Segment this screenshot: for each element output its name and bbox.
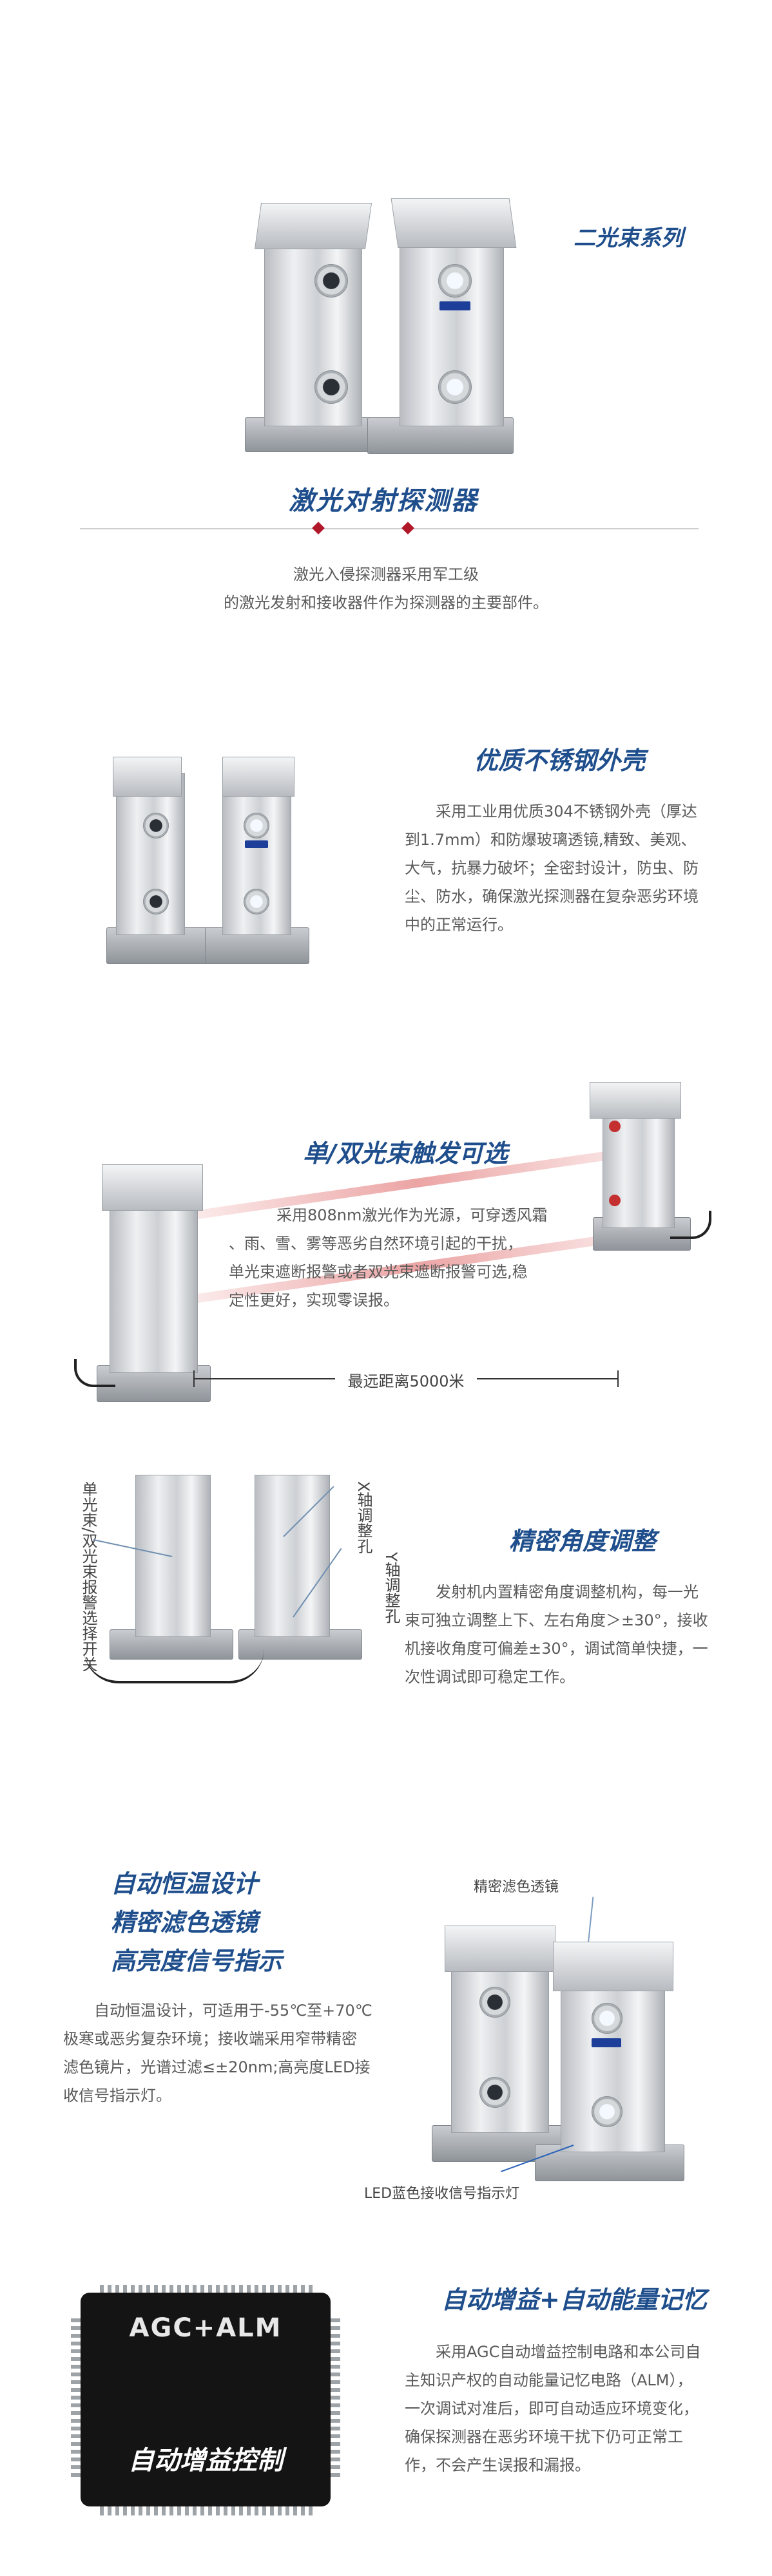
body-line: 单光束遮断报警或者双光束遮断报警可选,稳 — [229, 1263, 528, 1281]
section-body: 自动恒温设计，可适用于-55℃至+70℃ 极寒或恶劣复杂环境；接收端采用窄带精密… — [63, 1996, 398, 2110]
section-heading: 单/双光束触发可选 — [303, 1139, 508, 1168]
section-heading: 自动增益+自动能量记忆 — [441, 2286, 707, 2314]
led-indicator-label: LED蓝色接收信号指示灯 — [364, 2186, 520, 2202]
body-line: 束可独立调整上下、左右角度＞±30°，接收 — [405, 1611, 708, 1629]
switch-label: 单光束/双光束报警选择开关 — [79, 1481, 97, 1672]
distance-tick — [193, 1370, 195, 1387]
led-indicator-icon — [245, 840, 268, 848]
lens-icon — [479, 1987, 510, 2018]
lens-icon — [479, 2077, 510, 2108]
body-line: 尘、防水，确保激光探测器在复杂恶劣环境 — [405, 887, 699, 905]
body-line: 采用AGC自动增益控制电路和本公司自 — [436, 2343, 701, 2361]
chip-pins — [71, 2318, 81, 2479]
chip-top-label: AGC+ALM — [129, 2313, 282, 2343]
y-axis-label: Y轴调整孔 — [382, 1552, 400, 1624]
device-hood — [254, 203, 372, 249]
lens-icon — [143, 813, 169, 838]
body-line: 采用工业用优质304不锈钢外壳（厚达 — [436, 802, 697, 820]
device-hood — [391, 198, 517, 248]
lens-icon — [244, 813, 269, 838]
body-line: 大气，抗暴力破坏；全密封设计，防虫、防 — [405, 859, 699, 877]
filter-lens-label: 精密滤色透镜 — [474, 1879, 559, 1895]
lens-icon — [438, 264, 472, 298]
body-line: 发射机内置精密角度调整机构，每一光 — [436, 1583, 699, 1601]
chip-pins — [330, 2318, 340, 2479]
section-body: 采用808nm激光作为光源，可穿透风霜 、雨、雪、雾等恶劣自然环境引起的干扰， … — [229, 1201, 596, 1314]
body-line: 机接收角度可偏差±30°，调试简单快捷，一 — [405, 1640, 708, 1658]
device-body — [110, 1185, 198, 1373]
body-line: 收信号指示灯。 — [63, 2087, 171, 2105]
diamond-icon — [312, 522, 325, 535]
device-hood — [590, 1082, 681, 1119]
device-hood — [445, 1926, 555, 1972]
section-heading: 激光对射探测器 — [289, 486, 478, 516]
device-hood — [553, 1942, 673, 1991]
body-line: 主知识产权的自动能量记忆电路（ALM）， — [405, 2371, 693, 2389]
body-line: 确保探测器在恶劣环境干扰下仍可正常工 — [405, 2428, 683, 2446]
emitter-lens-icon — [609, 1121, 621, 1132]
heading-group: 自动恒温设计 精密滤色透镜 高亮度信号指示 — [111, 1864, 282, 1980]
lens-icon — [592, 2003, 622, 2034]
cable — [74, 1359, 115, 1387]
divider — [80, 528, 699, 529]
section-body: 采用工业用优质304不锈钢外壳（厚达 到1.7mm）和防爆玻璃透镜,精致、美观、… — [405, 797, 733, 939]
lens-icon — [592, 2096, 622, 2127]
chip-bottom-label: 自动增益控制 — [128, 2446, 283, 2476]
body-line: 到1.7mm）和防爆玻璃透镜,精致、美观、 — [405, 831, 697, 849]
series-title: 二光束系列 — [574, 225, 683, 251]
body-line: 采用808nm激光作为光源，可穿透风霜 — [276, 1206, 548, 1224]
led-indicator-icon — [592, 2038, 621, 2047]
intro-line-1: 激光入侵探测器采用军工级 — [293, 565, 479, 583]
section-heading: 优质不锈钢外壳 — [474, 746, 646, 775]
body-line: 定性更好，实现零误报。 — [229, 1291, 399, 1309]
cable — [84, 1649, 264, 1683]
chip-body — [81, 2293, 331, 2506]
lens-icon — [438, 370, 472, 404]
device-hood — [222, 757, 294, 797]
device-body — [135, 1475, 211, 1637]
body-line: 、雨、雪、雾等恶劣自然环境引起的干扰， — [229, 1235, 523, 1253]
body-line: 中的正常运行。 — [405, 916, 513, 934]
body-line: 次性调试即可稳定工作。 — [405, 1668, 575, 1686]
lens-icon — [143, 889, 169, 914]
cable — [670, 1211, 711, 1239]
section-heading: 高亮度信号指示 — [111, 1947, 283, 1975]
body-line: 极寒或恶劣复杂环境；接收端采用窄带精密 — [63, 2030, 357, 2048]
lens-icon — [314, 264, 348, 298]
intro-line-2: 的激光发射和接收器件作为探测器的主要部件。 — [224, 594, 548, 612]
section-heading: 精密角度调整 — [509, 1527, 657, 1555]
body-line: 作，不会产生误报和漏报。 — [405, 2456, 590, 2474]
section-heading: 自动恒温设计 — [111, 1870, 258, 1898]
body-line: 一次调试对准后，即可自动适应环境变化， — [405, 2400, 699, 2418]
section-body: 采用AGC自动增益控制电路和本公司自 主知识产权的自动能量记忆电路（ALM）， … — [405, 2338, 740, 2479]
body-line: 自动恒温设计，可适用于-55℃至+70℃ — [94, 2002, 372, 2020]
device-body — [255, 1475, 330, 1637]
led-indicator-icon — [439, 301, 470, 310]
x-axis-label: X轴调整孔 — [354, 1481, 372, 1554]
device-body — [603, 1098, 675, 1228]
section-heading: 精密滤色透镜 — [111, 1908, 258, 1937]
diamond-icon — [401, 522, 414, 535]
device-hood — [102, 1164, 203, 1211]
chip-pins — [100, 2505, 313, 2515]
lens-icon — [244, 889, 269, 914]
body-line: 滤色镜片，光谱过滤≤±20nm;高亮度LED接 — [63, 2058, 371, 2076]
emitter-lens-icon — [609, 1195, 621, 1206]
distance-label: 最远距离5000米 — [335, 1368, 477, 1391]
device-body — [264, 219, 362, 426]
lens-icon — [314, 370, 348, 404]
distance-tick — [617, 1370, 619, 1387]
device-hood — [113, 757, 182, 797]
section-body: 发射机内置精密角度调整机构，每一光 束可独立调整上下、左右角度＞±30°，接收 … — [405, 1578, 740, 1691]
